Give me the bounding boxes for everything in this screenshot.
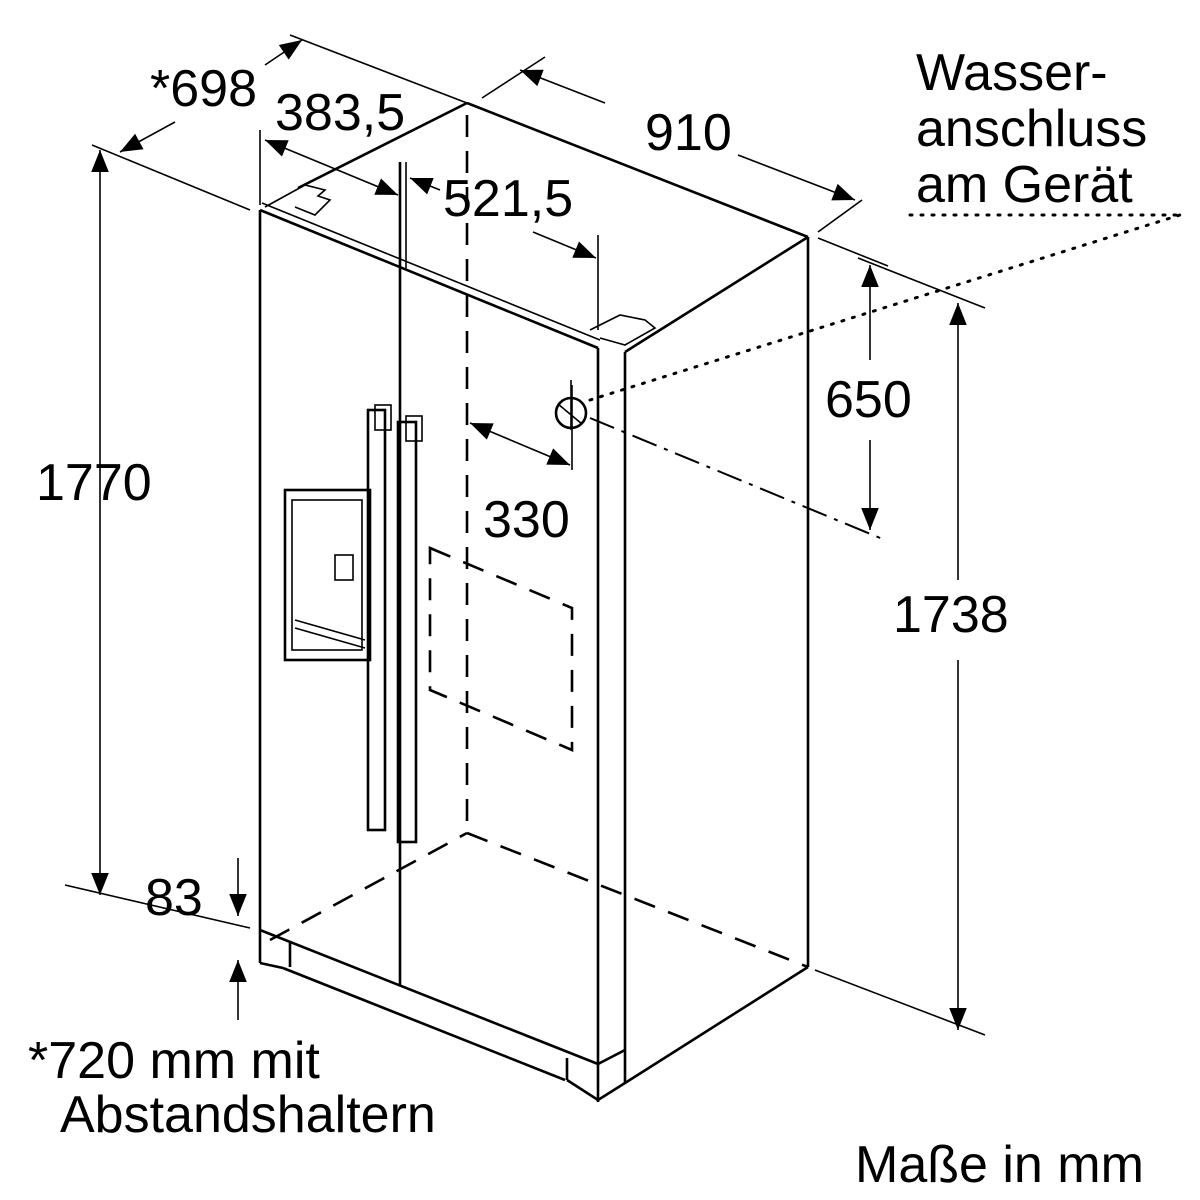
- fridge-outline: [258, 101, 810, 1102]
- dim-water-offset: 330: [483, 491, 570, 549]
- dim-plinth: 83: [145, 869, 203, 927]
- dim-height: 1770: [36, 454, 152, 512]
- water-dispenser: [283, 488, 372, 662]
- water-label-3: am Gerät: [916, 156, 1133, 214]
- water-leader-line: [588, 213, 1182, 402]
- right-handle: [396, 420, 418, 844]
- dim-height-body: 1738: [893, 586, 1009, 644]
- note-line-2: Abstandshaltern: [60, 1086, 436, 1144]
- door-handles: [366, 404, 423, 844]
- units-label: Maße in mm: [855, 1136, 1144, 1194]
- dim-water-height: 650: [825, 371, 912, 429]
- left-handle: [366, 408, 387, 832]
- water-label-2: anschluss: [916, 100, 1147, 158]
- hidden-edges: [269, 115, 809, 969]
- hidden-panel: [428, 546, 574, 752]
- dimension-lines: [64, 34, 986, 1036]
- dim-right-door: 521,5: [443, 170, 573, 228]
- note-line-1: *720 mm mit: [28, 1032, 320, 1090]
- water-connection-icon: [554, 380, 588, 430]
- water-label-1: Wasser-: [916, 44, 1108, 102]
- dim-width: 910: [645, 104, 732, 162]
- dim-left-door: 383,5: [275, 84, 405, 142]
- dim-depth: *698: [150, 60, 257, 118]
